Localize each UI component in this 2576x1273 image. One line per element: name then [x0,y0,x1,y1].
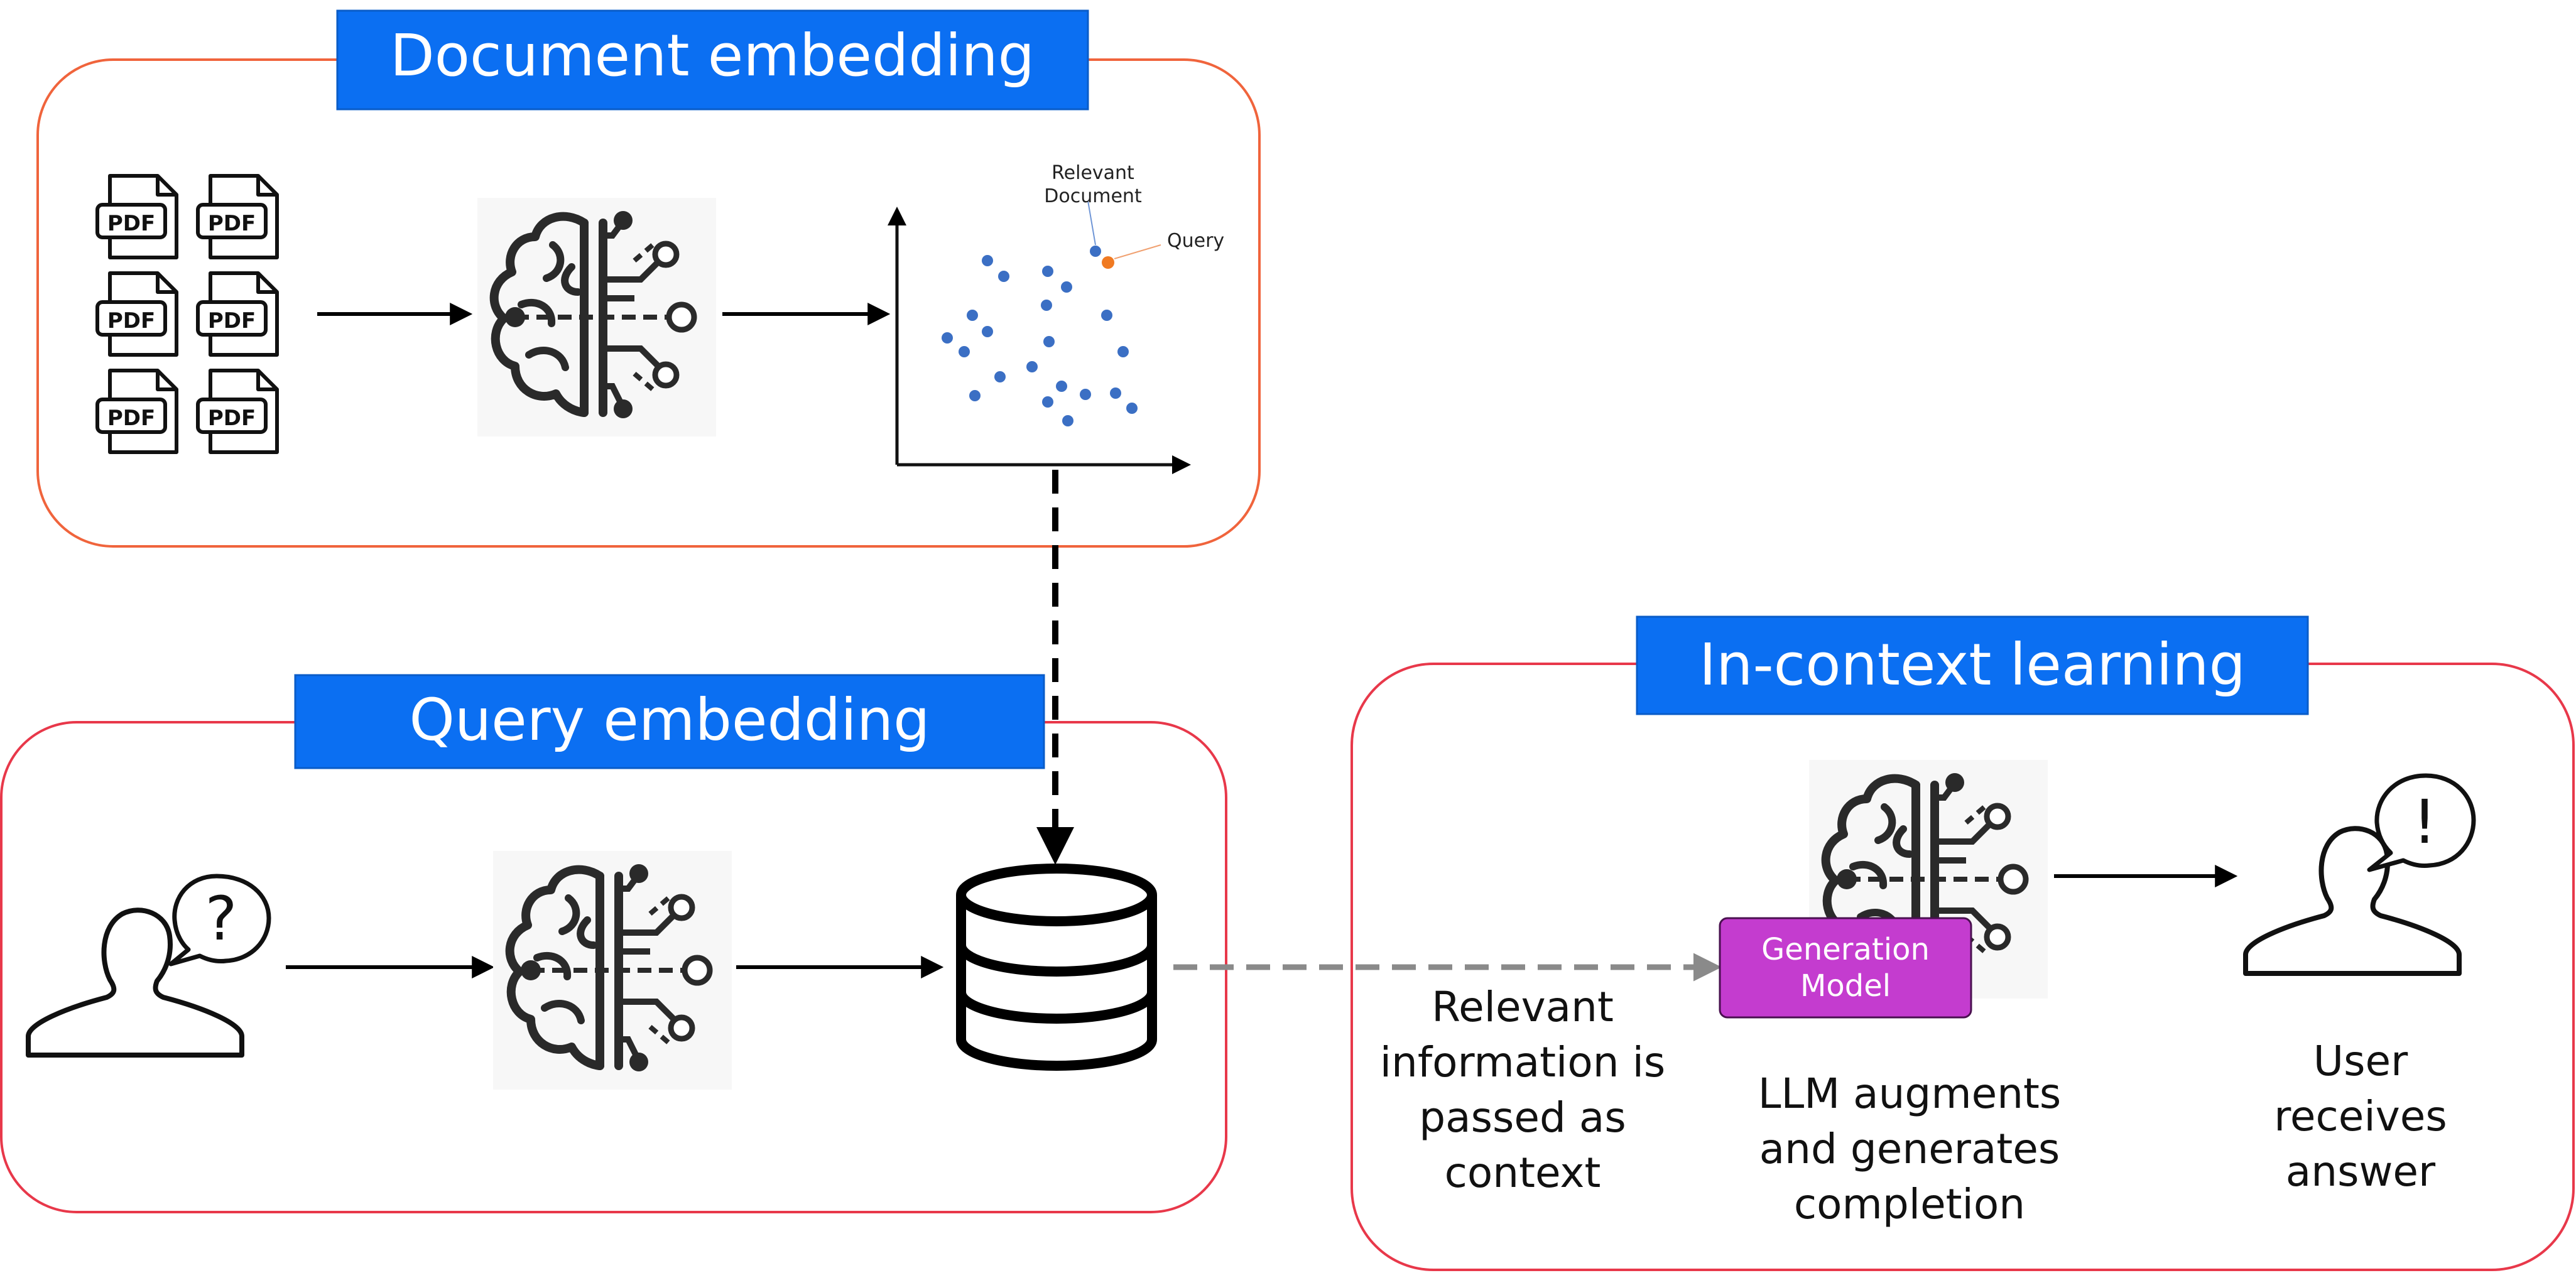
query-point [1102,256,1114,269]
svg-text:Relevant: Relevant [1432,983,1614,1031]
pdf-file-icon: PDF [198,273,277,355]
svg-text:PDF: PDF [107,406,155,431]
query-leader [1114,244,1161,259]
embedding-point [1042,396,1053,408]
embedding-point [1126,403,1138,414]
svg-text:completion: completion [1794,1180,2025,1228]
query-embedding-panel: Query embedding ? [0,674,1227,1213]
database-icon [956,864,1157,1071]
svg-text:and generates: and generates [1759,1125,2060,1173]
embedding-point [994,371,1006,382]
svg-text:receives: receives [2274,1092,2447,1140]
embedding-point [1062,415,1073,426]
embedding-points [942,246,1138,426]
relevant-document-point [1090,246,1101,257]
pdf-file-icon-group: PDF PDF PDF PDF PDF PDF [97,176,277,452]
context-caption: Relevant information is passed as contex… [1380,983,1666,1197]
embedding-point [967,310,978,321]
query-label: Query [1167,230,1224,252]
embedding-point [969,390,981,401]
user-caption: User receives answer [2274,1037,2447,1196]
embedding-point [1080,389,1091,400]
question-bubble: ? [168,874,271,967]
document-embedding-title: Document embedding [390,22,1035,89]
exclamation-mark: ! [2413,787,2437,857]
embedding-point [1056,381,1067,392]
brain-circuit-icon [477,198,716,436]
pdf-file-icon: PDF [97,273,177,355]
embedding-point [982,326,993,337]
embedding-point [998,271,1009,282]
svg-text:User: User [2313,1037,2408,1085]
embedding-point [1042,266,1053,277]
generation-model-box [1719,917,1972,1019]
llm-caption: LLM augments and generates completion [1758,1070,2062,1228]
speech-bubble-icon [2367,773,2476,872]
embedding-point [982,255,993,266]
embedding-point [1043,336,1055,347]
pdf-file-icon: PDF [198,176,277,257]
document-embedding-panel: Document embedding PDF PDF PDF PDF PDF P… [36,9,1261,548]
exclamation-bubble: ! [2367,773,2476,872]
in-context-learning-title: In-context learning [1699,631,2246,698]
document-embedding-banner [336,9,1089,111]
in-context-learning-banner [1636,615,2309,715]
embedding-point [1110,387,1121,399]
svg-text:PDF: PDF [208,308,256,333]
in-context-learning-panel: In-context learning Generation Model ! [1350,615,2575,1271]
svg-text:PDF: PDF [208,211,256,236]
embedding-point [1101,310,1112,321]
relevant-document-label-line1: Relevant [1052,162,1134,184]
svg-text:PDF: PDF [107,211,155,236]
pdf-file-icon: PDF [97,371,177,452]
pdf-file-icon: PDF [97,176,177,257]
query-embedding-banner [294,674,1045,769]
question-mark: ? [205,884,237,954]
svg-text:context: context [1445,1149,1601,1197]
query-embedding-title: Query embedding [409,686,930,754]
generation-model-label-line2: Model [1800,968,1891,1004]
svg-text:PDF: PDF [107,308,155,333]
pdf-file-icon: PDF [198,371,277,452]
embedding-point [1026,361,1038,372]
svg-text:information is: information is [1380,1038,1666,1086]
relevant-document-label-line2: Document [1044,185,1142,207]
svg-text:PDF: PDF [208,406,256,431]
brain-circuit-icon [493,851,732,1090]
svg-text:LLM augments: LLM augments [1758,1070,2062,1118]
generation-model-label-line1: Generation [1761,932,1930,967]
svg-text:answer: answer [2286,1147,2436,1196]
embedding-point [1061,281,1072,293]
embedding-point [959,346,970,357]
scatter-plot-icon: Relevant Document Query [888,162,1224,474]
speech-bubble-icon [168,874,271,967]
relevant-document-leader [1087,200,1096,246]
embedding-point [1117,346,1129,357]
embedding-point [1041,300,1052,311]
svg-text:passed as: passed as [1419,1093,1626,1142]
embedding-point [942,332,953,344]
